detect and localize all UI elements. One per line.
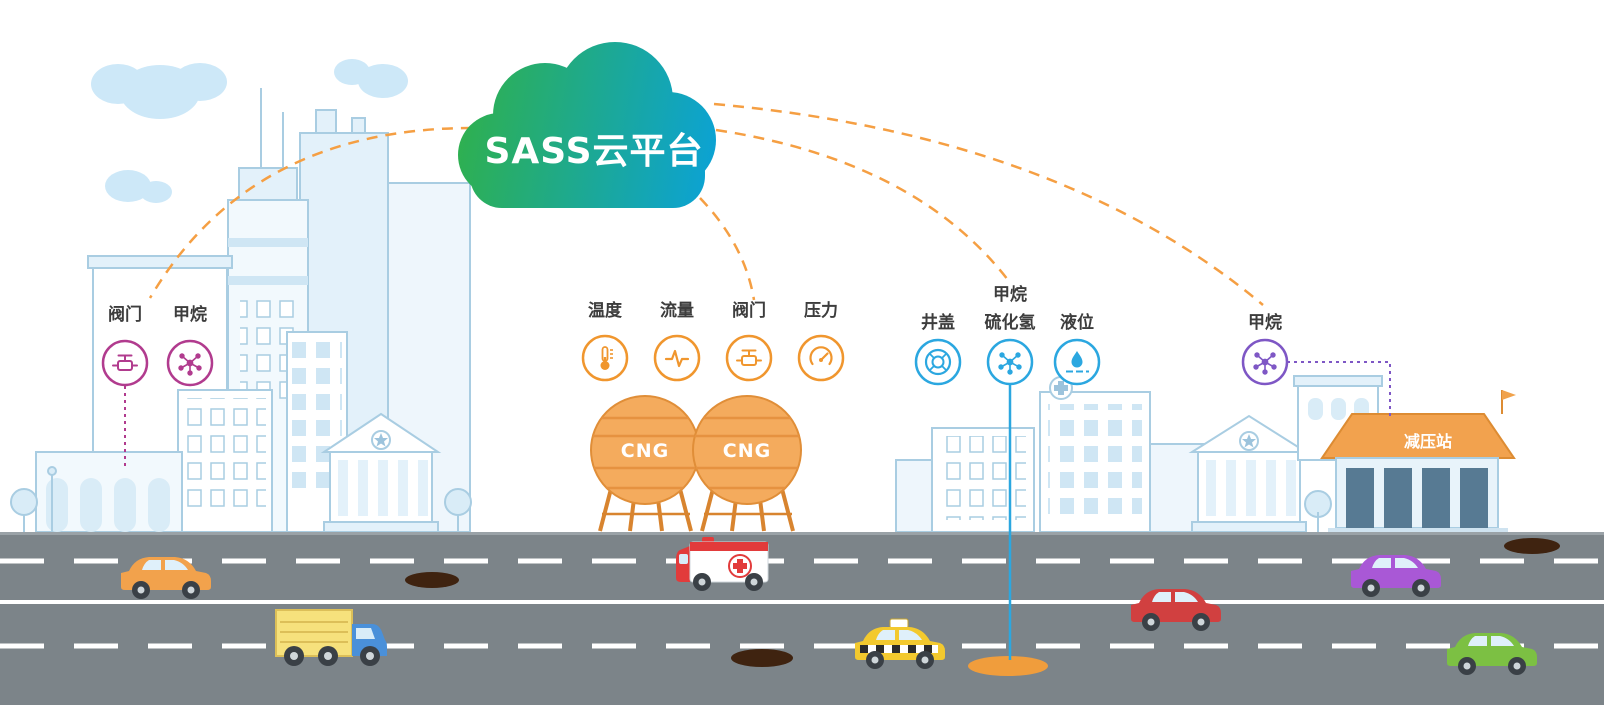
sensor-label: 硫化氢 bbox=[985, 312, 1036, 333]
taxi-sign bbox=[889, 618, 909, 629]
pothole bbox=[405, 572, 459, 588]
curve-to-cng-sensors bbox=[699, 197, 756, 301]
tree bbox=[10, 488, 38, 516]
sensor-cng-pressure: 压力 bbox=[797, 300, 845, 382]
manhole-icon bbox=[924, 348, 952, 376]
cng-tank-1: CNG bbox=[590, 395, 700, 532]
purple-car bbox=[1351, 555, 1441, 597]
curve-to-pipeline-sensors bbox=[715, 128, 1009, 281]
sensor-manhole-cover: 井盖 bbox=[914, 312, 962, 386]
station-door bbox=[1422, 468, 1450, 528]
saas-cloud: SASS云平台 bbox=[458, 42, 716, 208]
sensor-cng-valve: 阀门 bbox=[725, 300, 773, 382]
cng-tank1-label: CNG bbox=[621, 440, 669, 462]
tree bbox=[444, 488, 472, 516]
cng-tank2-label: CNG bbox=[723, 440, 771, 462]
sensor-city-valve: 阀门 bbox=[101, 304, 149, 387]
pothole bbox=[731, 649, 793, 667]
sensor-liquid-level: 液位 bbox=[1053, 312, 1101, 386]
vehicles bbox=[121, 537, 1537, 675]
street-lamp bbox=[47, 466, 57, 476]
yellow-truck bbox=[275, 609, 387, 666]
liquid-level-icon bbox=[1066, 351, 1089, 373]
sensor-label: 井盖 bbox=[921, 312, 955, 333]
cloud-connection-curves bbox=[148, 102, 1264, 306]
star-emblem bbox=[1242, 434, 1256, 448]
sensor-pipeline-gas: 甲烷 硫化氢 bbox=[985, 284, 1036, 386]
thermometer-icon bbox=[600, 346, 613, 370]
sensor-station-methane: 甲烷 bbox=[1241, 312, 1289, 386]
taxi bbox=[855, 618, 945, 669]
sensor-label: 阀门 bbox=[732, 300, 766, 321]
road bbox=[0, 532, 1604, 705]
molecule-icon bbox=[998, 352, 1022, 375]
sky-clouds bbox=[91, 59, 408, 203]
orange-car bbox=[121, 557, 211, 599]
sensor-label: 温度 bbox=[588, 300, 623, 321]
valve-icon bbox=[736, 349, 762, 366]
station-door bbox=[1346, 468, 1374, 528]
pothole bbox=[1504, 538, 1560, 554]
red-car bbox=[1131, 589, 1221, 631]
station-door bbox=[1460, 468, 1488, 528]
curve-to-station-sensor bbox=[713, 102, 1264, 306]
gas-leak-spot bbox=[968, 656, 1048, 676]
sensor-cng-flow: 流量 bbox=[653, 300, 701, 382]
sensor-label: 甲烷 bbox=[1248, 312, 1282, 333]
valve-icon bbox=[112, 354, 138, 371]
city-skyline-left bbox=[10, 88, 472, 533]
city-skyline-right bbox=[895, 376, 1332, 533]
sensor-label: 液位 bbox=[1060, 312, 1094, 333]
molecule-icon bbox=[1253, 352, 1277, 375]
sensor-layer: 阀门 甲烷 bbox=[101, 284, 1391, 660]
cross-icon bbox=[1054, 385, 1068, 391]
star-emblem bbox=[374, 433, 388, 447]
sensor-label: 压力 bbox=[804, 300, 838, 321]
sensor-label: 甲烷 bbox=[173, 304, 207, 325]
gauge-icon bbox=[809, 346, 833, 366]
sensor-city-methane: 甲烷 bbox=[166, 304, 214, 387]
sensor-cng-temperature: 温度 bbox=[581, 300, 629, 382]
curve-to-city-sensors bbox=[148, 126, 473, 299]
sensor-label: 甲烷 bbox=[993, 284, 1027, 305]
pressure-reduction-station: 减压站 bbox=[1293, 375, 1516, 533]
green-car bbox=[1447, 633, 1537, 675]
flow-wave-icon bbox=[664, 349, 690, 368]
station-label: 减压站 bbox=[1404, 432, 1452, 451]
molecule-icon bbox=[178, 353, 202, 376]
sensor-label: 流量 bbox=[660, 300, 694, 321]
cloud-platform-label: SASS云平台 bbox=[484, 131, 703, 172]
station-door bbox=[1384, 468, 1412, 528]
red-cross-icon bbox=[733, 563, 747, 569]
cng-tank-2: CNG bbox=[692, 395, 802, 532]
ambulance bbox=[676, 537, 769, 591]
sensor-label: 阀门 bbox=[108, 304, 142, 325]
flag-icon bbox=[1502, 390, 1516, 400]
